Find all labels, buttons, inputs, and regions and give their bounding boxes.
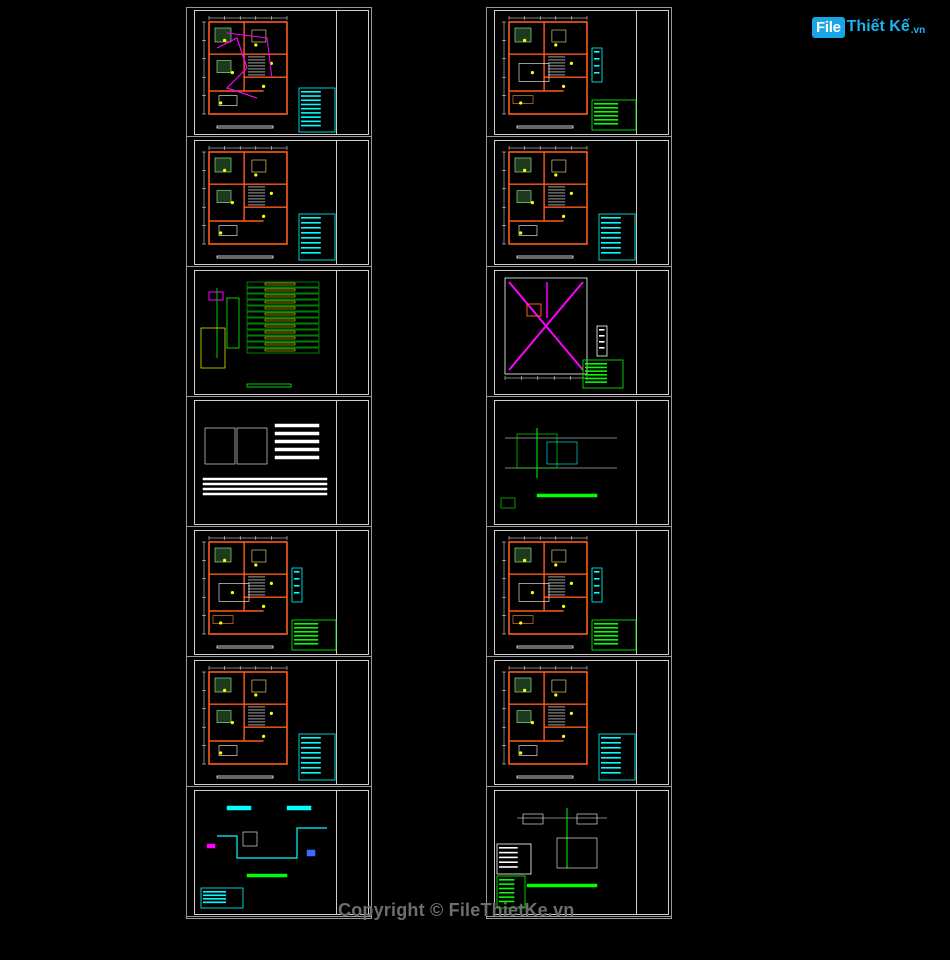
logo-badge: File (812, 16, 845, 38)
title-block (336, 140, 369, 265)
right-drawing-column (486, 7, 672, 919)
drawing-frame (194, 140, 337, 265)
drawing-frame (194, 660, 337, 785)
drawing-frame (494, 270, 637, 395)
left-drawing-sheet-7[interactable] (187, 788, 371, 917)
right-drawing-sheet-6[interactable] (487, 658, 671, 787)
filethietke-logo[interactable]: File Thiết Kế .vn (812, 14, 925, 40)
title-block (336, 530, 369, 655)
logo-tld: .vn (910, 24, 926, 36)
title-block (636, 660, 669, 785)
title-block (336, 10, 369, 135)
right-drawing-sheet-4[interactable] (487, 398, 671, 527)
copyright-watermark: Copyright © FileThietKe.vn (338, 900, 575, 920)
left-drawing-column (186, 7, 372, 919)
left-drawing-sheet-4[interactable] (187, 398, 371, 527)
title-block (336, 790, 369, 915)
drawing-frame (194, 530, 337, 655)
title-block (336, 400, 369, 525)
title-block (336, 270, 369, 395)
drawing-frame (194, 270, 337, 395)
title-block (336, 660, 369, 785)
title-block (636, 10, 669, 135)
title-block (636, 140, 669, 265)
drawing-frame (494, 530, 637, 655)
left-drawing-sheet-6[interactable] (187, 658, 371, 787)
right-drawing-sheet-5[interactable] (487, 528, 671, 657)
right-drawing-sheet-1[interactable] (487, 8, 671, 137)
drawing-frame (194, 10, 337, 135)
drawing-frame (194, 790, 337, 915)
drawing-frame (494, 660, 637, 785)
drawing-frame (494, 400, 637, 525)
title-block (636, 270, 669, 395)
left-drawing-sheet-3[interactable] (187, 268, 371, 397)
left-drawing-sheet-5[interactable] (187, 528, 371, 657)
right-drawing-sheet-7[interactable] (487, 788, 671, 917)
drawing-frame (494, 790, 637, 915)
title-block (636, 790, 669, 915)
title-block (636, 400, 669, 525)
logo-brand: Thiết Kế (846, 18, 910, 35)
drawing-frame (194, 400, 337, 525)
left-drawing-sheet-1[interactable] (187, 8, 371, 137)
right-drawing-sheet-3[interactable] (487, 268, 671, 397)
title-block (636, 530, 669, 655)
drawing-frame (494, 10, 637, 135)
drawing-frame (494, 140, 637, 265)
left-drawing-sheet-2[interactable] (187, 138, 371, 267)
right-drawing-sheet-2[interactable] (487, 138, 671, 267)
